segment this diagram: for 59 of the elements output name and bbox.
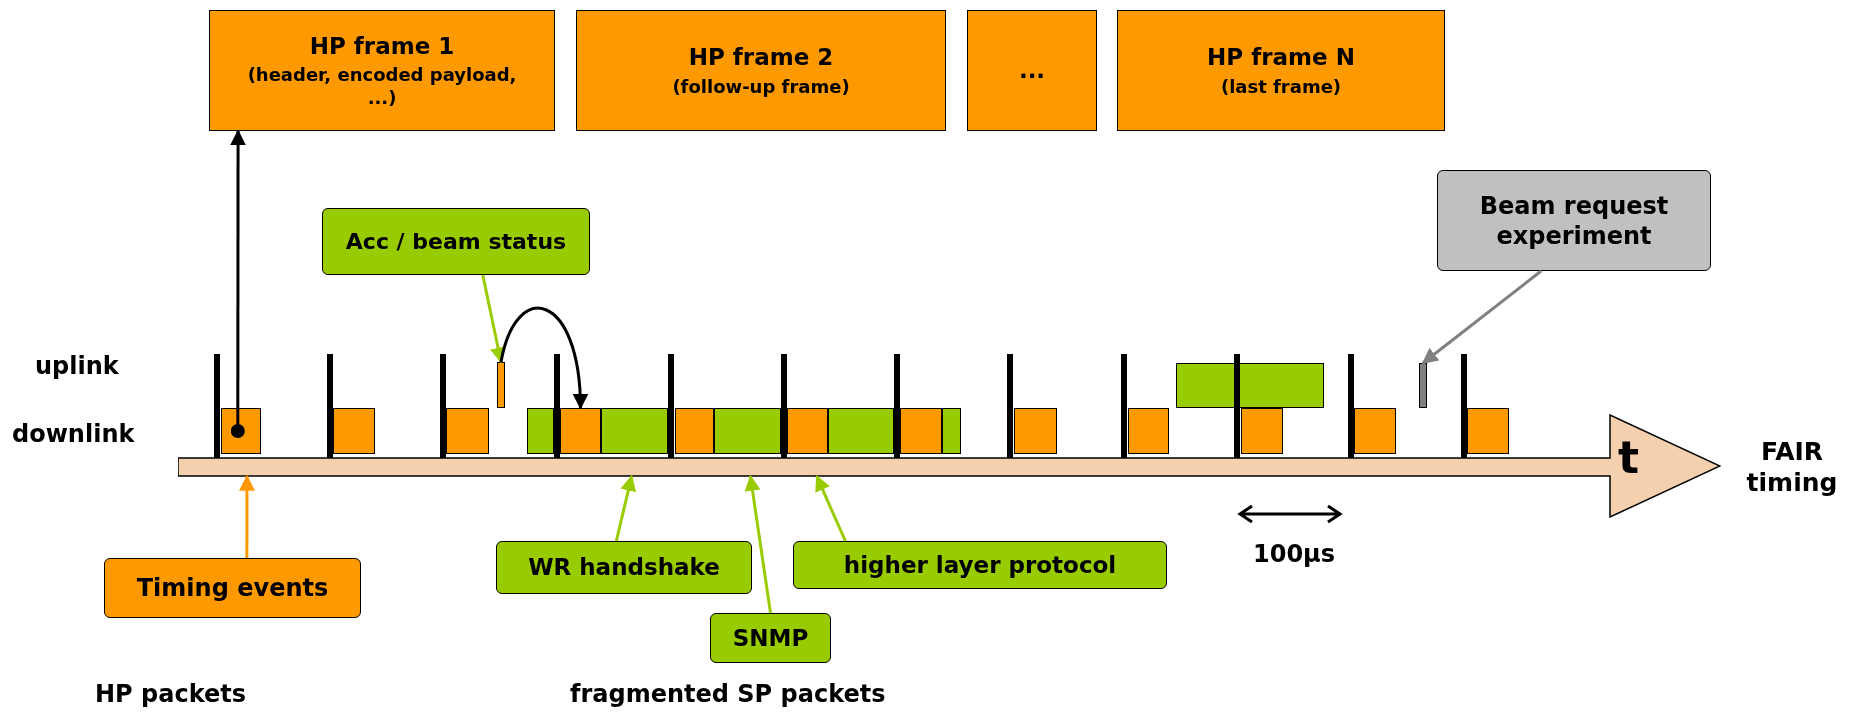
box-heading: HP frame 2 (688, 42, 834, 72)
arrow (238, 474, 255, 558)
axis-label: t (1618, 436, 1640, 480)
callout-box (322, 208, 590, 275)
dimension-label: 100μs (1253, 540, 1336, 568)
packet-block (1176, 363, 1324, 408)
caption-text: HP packets (95, 680, 246, 708)
callout-box (793, 541, 1167, 589)
box-heading: ... (1018, 56, 1046, 85)
box-heading: WR handshake (528, 553, 720, 582)
packet-block (1014, 408, 1057, 454)
frame-box (576, 10, 946, 131)
box-text: (follow-up frame) (672, 75, 850, 99)
frame-box (967, 10, 1097, 131)
channel-label: downlink (12, 420, 135, 448)
box-heading: HP frame N (1207, 42, 1355, 72)
box-heading: HP frame 1 (309, 31, 455, 61)
packet-block (900, 408, 942, 454)
arrow (1421, 269, 1543, 365)
time-axis-arrow (178, 414, 1721, 518)
arrow (230, 129, 247, 438)
arrow (481, 274, 506, 364)
caption-text: fragmented SP packets (570, 680, 886, 708)
box-text: (header, encoded payload, ...) (247, 64, 517, 110)
packet-block (942, 408, 961, 454)
packet-block (828, 408, 894, 454)
box-heading: Beam request experiment (1478, 190, 1670, 251)
arrow (815, 474, 847, 542)
frame-box (1117, 10, 1445, 131)
axis-caption: FAIR timing (1745, 436, 1839, 499)
packet-block (527, 408, 554, 454)
packet-block (333, 408, 375, 454)
callout-box (496, 541, 752, 594)
packet-block (1467, 408, 1509, 454)
channel-label: uplink (35, 352, 119, 380)
packet-block (675, 408, 714, 454)
packet-block (1354, 408, 1396, 454)
packet-block (497, 362, 505, 408)
arrow (614, 474, 637, 542)
packet-block (714, 408, 781, 454)
box-text: (last frame) (1220, 75, 1342, 99)
packet-block (221, 408, 261, 454)
packet-block (1241, 408, 1283, 454)
packet-block (1419, 363, 1427, 408)
packet-block (1128, 408, 1169, 454)
callout-box (710, 613, 831, 663)
box-heading: higher layer protocol (843, 550, 1117, 580)
box-heading: Timing events (136, 573, 329, 603)
box-heading: SNMP (732, 623, 809, 653)
callout-box (104, 558, 361, 618)
packet-block (787, 408, 828, 454)
box-heading: Acc / beam status (345, 227, 567, 256)
packet-block (560, 408, 601, 454)
arrow (499, 307, 588, 410)
callout-box (1437, 170, 1711, 271)
frame-box (209, 10, 555, 131)
packet-block (446, 408, 489, 454)
arrow (744, 474, 772, 614)
packet-block (601, 408, 668, 454)
